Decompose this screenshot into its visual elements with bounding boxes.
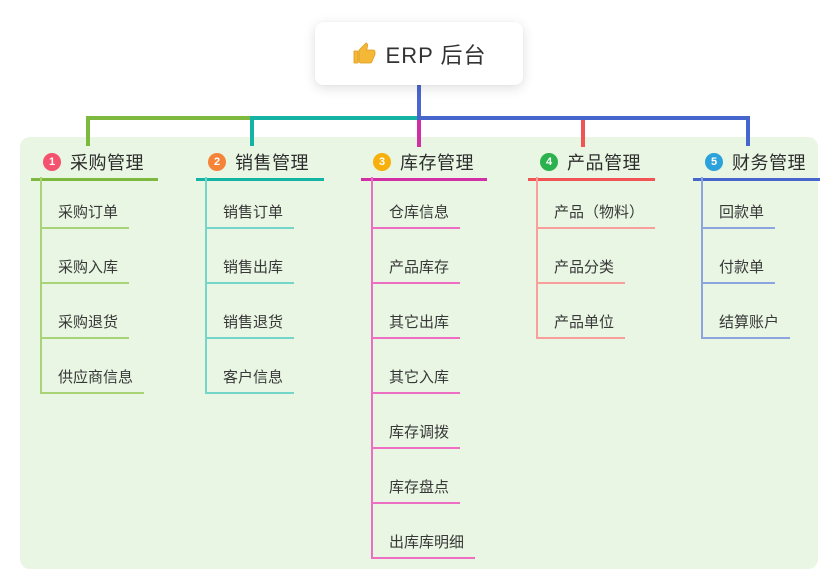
branch-item[interactable]: 库存盘点 [373,449,461,504]
connector-drop-4 [581,120,585,147]
branch-badge: 5 [705,153,723,171]
branch-children-sales: 销售订单 销售出库 销售退货 客户信息 [205,177,295,394]
branch-label: 销售管理 [235,153,309,173]
branch-item[interactable]: 出库库明细 [373,504,476,559]
branch-item[interactable]: 产品库存 [373,229,461,284]
branch-item[interactable]: 采购入库 [42,229,130,284]
root-node[interactable]: ERP 后台 [315,22,523,85]
branch-item[interactable]: 库存调拨 [373,394,461,449]
branch-item[interactable]: 产品分类 [538,229,626,284]
branch-title-purchase[interactable]: 1 采购管理 [31,150,158,181]
branch-item[interactable]: 其它入库 [373,339,461,394]
branch-label: 产品管理 [567,153,641,173]
connector-drop-5 [746,116,750,146]
branch-item[interactable]: 销售出库 [207,229,295,284]
branch-children-purchase: 采购订单 采购入库 采购退货 供应商信息 [40,177,145,394]
branch-badge: 3 [373,153,391,171]
branch-label: 财务管理 [732,153,806,173]
connector-bus-segment-1 [86,116,254,120]
thumbs-up-icon [353,41,375,63]
branch-children-product: 产品（物料） 产品分类 产品单位 [536,177,656,339]
connector-drop-1 [86,116,90,146]
branch-item[interactable]: 结算账户 [703,284,791,339]
branch-item[interactable]: 销售退货 [207,284,295,339]
branch-item[interactable]: 仓库信息 [373,177,461,229]
branch-item[interactable]: 供应商信息 [42,339,145,394]
branch-item[interactable]: 产品单位 [538,284,626,339]
branch-item[interactable]: 销售订单 [207,177,295,229]
branch-children-inventory: 仓库信息 产品库存 其它出库 其它入库 库存调拨 库存盘点 出库库明细 [371,177,476,559]
branch-label: 库存管理 [400,153,474,173]
branch-item[interactable]: 采购退货 [42,284,130,339]
branch-item[interactable]: 付款单 [703,229,776,284]
connector-bus-segment-3 [417,116,750,120]
branch-children-finance: 回款单 付款单 结算账户 [701,177,791,339]
connector-bus-segment-2 [250,116,421,120]
branch-item[interactable]: 其它出库 [373,284,461,339]
root-label: ERP 后台 [385,42,487,68]
branch-badge: 4 [540,153,558,171]
branch-item[interactable]: 产品（物料） [538,177,656,229]
branch-title-product[interactable]: 4 产品管理 [528,150,655,181]
branch-badge: 2 [208,153,226,171]
branch-label: 采购管理 [70,153,144,173]
branch-item[interactable]: 采购订单 [42,177,130,229]
connector-drop-2 [250,116,254,146]
branch-item[interactable]: 客户信息 [207,339,295,394]
connector-root-line [417,85,421,118]
connector-drop-3 [417,120,421,147]
branch-badge: 1 [43,153,61,171]
branch-title-finance[interactable]: 5 财务管理 [693,150,820,181]
branch-item[interactable]: 回款单 [703,177,776,229]
branch-title-inventory[interactable]: 3 库存管理 [361,150,487,181]
branches-panel [20,137,818,569]
branch-title-sales[interactable]: 2 销售管理 [196,150,324,181]
